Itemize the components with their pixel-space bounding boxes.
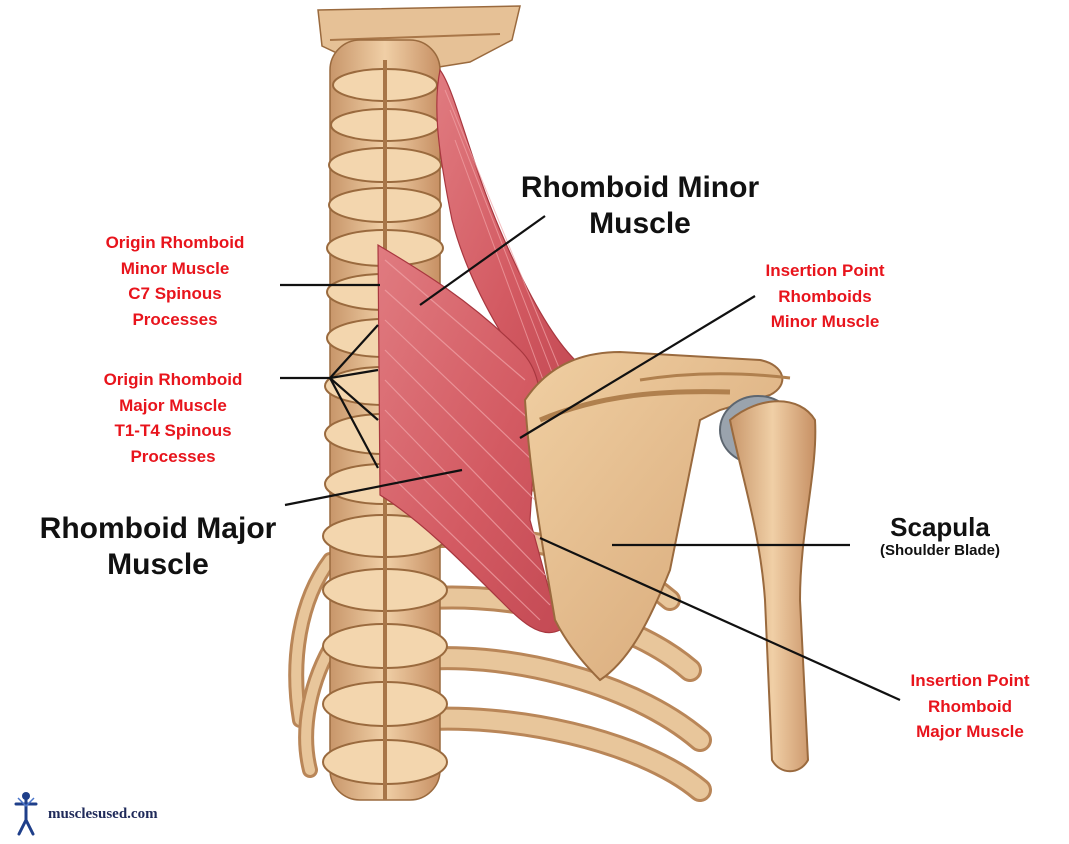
insertion-major-label: Insertion Point Rhomboid Major Muscle	[880, 668, 1060, 745]
site-logo: musclesused.com	[14, 790, 214, 838]
origin-major-label: Origin Rhomboid Major Muscle T1-T4 Spino…	[78, 367, 268, 469]
rhomboid-minor-title: Rhomboid Minor Muscle	[490, 170, 790, 242]
rhomboid-minor-title-line-2: Muscle	[490, 206, 790, 242]
scapula-label: Scapula (Shoulder Blade)	[850, 512, 1030, 560]
insertion-minor-line-1: Insertion Point	[730, 258, 920, 284]
scapula-title: Scapula	[850, 512, 1030, 542]
origin-minor-line-1: Origin Rhomboid	[80, 230, 270, 256]
rhomboid-major-title-line-1: Rhomboid Major	[8, 511, 308, 547]
origin-major-line-1: Origin Rhomboid	[78, 367, 268, 393]
origin-minor-label: Origin Rhomboid Minor Muscle C7 Spinous …	[80, 230, 270, 332]
scapula-subtitle: (Shoulder Blade)	[850, 542, 1030, 560]
insertion-major-line-1: Insertion Point	[880, 668, 1060, 694]
insertion-minor-line-3: Minor Muscle	[730, 309, 920, 335]
logo-text: musclesused.com	[48, 806, 158, 823]
origin-minor-line-3: C7 Spinous	[80, 281, 270, 307]
humerus	[720, 396, 815, 771]
rhomboid-major-title: Rhomboid Major Muscle	[8, 511, 308, 583]
rhomboid-minor-title-line-1: Rhomboid Minor	[490, 170, 790, 206]
origin-major-line-4: Processes	[78, 444, 268, 470]
origin-minor-line-4: Processes	[80, 307, 270, 333]
insertion-major-line-3: Major Muscle	[880, 719, 1060, 745]
insertion-minor-label: Insertion Point Rhomboids Minor Muscle	[730, 258, 920, 335]
human-figure-icon	[14, 790, 48, 838]
origin-major-line-2: Major Muscle	[78, 393, 268, 419]
rhomboid-major-title-line-2: Muscle	[8, 547, 308, 583]
insertion-major-line-2: Rhomboid	[880, 694, 1060, 720]
insertion-minor-line-2: Rhomboids	[730, 284, 920, 310]
origin-minor-line-2: Minor Muscle	[80, 256, 270, 282]
origin-major-line-3: T1-T4 Spinous	[78, 418, 268, 444]
